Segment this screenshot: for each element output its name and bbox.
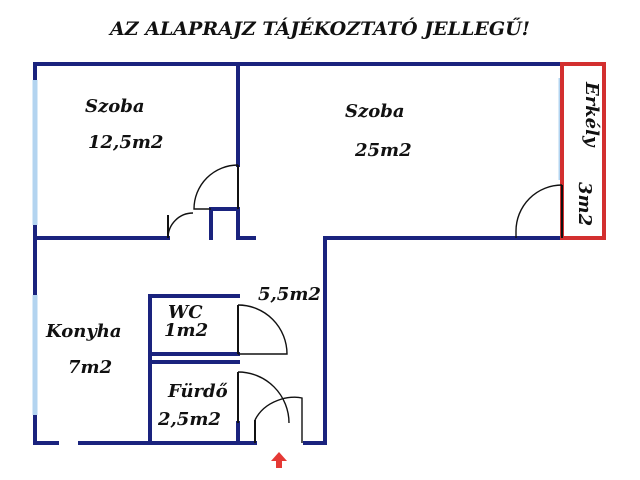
room-area-szoba-large: 25m2 xyxy=(354,140,412,161)
room-name-szoba-small: Szoba xyxy=(85,96,144,117)
room-name-wc: WC xyxy=(168,302,203,323)
walls xyxy=(33,62,564,445)
room-name-szoba-large: Szoba xyxy=(345,101,404,122)
room-name-konyha: Konyha xyxy=(45,321,122,342)
plan-title: AZ ALAPRAJZ TÁJÉKOZTATÓ JELLEGŰ! xyxy=(108,17,530,40)
room-area-wc: 1m2 xyxy=(164,320,208,341)
entrance-arrow-icon xyxy=(271,452,287,468)
windows xyxy=(32,78,564,415)
room-area-erkely: 3m2 xyxy=(574,182,595,226)
room-area-szoba-small: 12,5m2 xyxy=(88,132,163,153)
room-name-furdo: Fürdő xyxy=(167,381,228,402)
doors xyxy=(167,164,563,443)
room-area-furdo: 2,5m2 xyxy=(157,409,221,430)
room-area-hall: 5,5m2 xyxy=(258,284,321,305)
room-name-erkely: Erkély xyxy=(581,81,602,148)
balcony-outline xyxy=(560,62,606,240)
room-area-konyha: 7m2 xyxy=(68,357,112,378)
room-labels: Szoba 12,5m2 Szoba 25m2 Erkély 3m2 5,5m2… xyxy=(45,81,602,430)
